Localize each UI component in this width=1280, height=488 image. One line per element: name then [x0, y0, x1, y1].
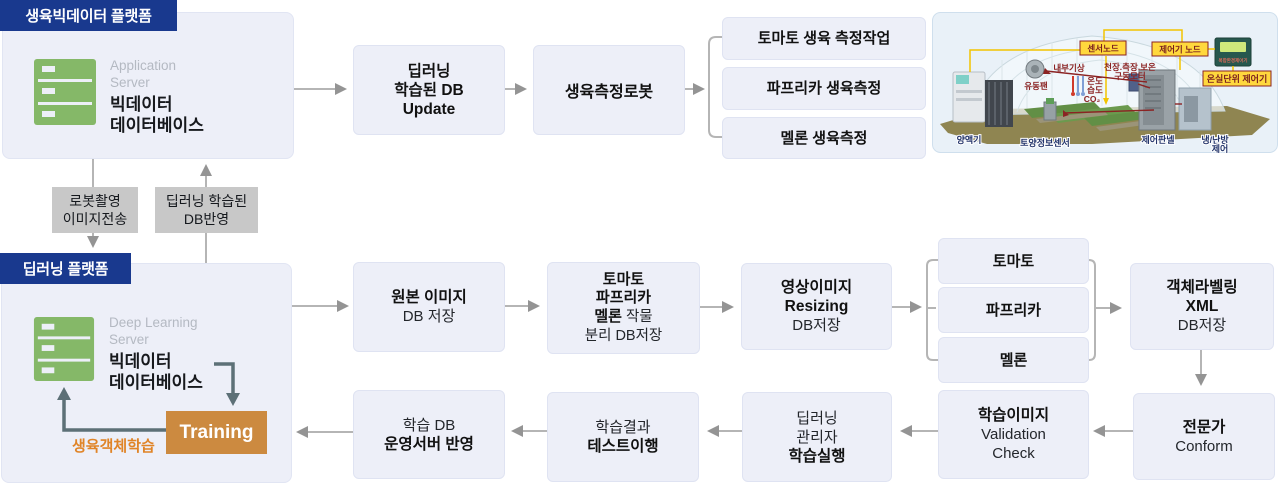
training-box: Training [166, 411, 267, 454]
line: 원본 이미지 [391, 289, 467, 306]
sensor-node-label: 센서노드 [1087, 44, 1118, 54]
server-name: 빅데이터 [109, 352, 172, 371]
growth-robot-box: 생육측정로봇 [533, 45, 685, 135]
line: Validation [981, 426, 1046, 443]
unit-controller-label: 온실단위 제어기 [1207, 73, 1267, 84]
line: XML [1185, 298, 1219, 315]
line: 객체라벨링 [1166, 279, 1238, 296]
line: 토마토 생육 측정작업 [757, 30, 891, 47]
line: 토마토 [602, 271, 645, 288]
training-note: 생육객체학습 [72, 438, 155, 455]
server-icon [34, 59, 96, 125]
crop-separate-db-box: 토마토 파프리카 멜론 작물 분리 DB저장 [547, 262, 700, 354]
transfer-up-line2: DB반영 [183, 211, 230, 227]
co2-label: CO₂ [1084, 94, 1101, 104]
line-regular-part: 작물 [621, 309, 653, 325]
training-execute-box: 딥러닝 관리자 학습실행 [742, 392, 892, 482]
validation-check-box: 학습이미지 Validation Check [938, 390, 1089, 479]
task-box-tomato: 토마토 생육 측정작업 [722, 17, 926, 60]
line: 토마토 [992, 252, 1035, 270]
hvac-label-line2: 제어 [1212, 143, 1229, 153]
line: 딥러닝 [407, 62, 451, 80]
line: 분리 DB저장 [584, 328, 663, 344]
db-update-box: 딥러닝 학습된 DB Update [353, 45, 505, 135]
server-name-line2: 데이터베이스 [109, 373, 203, 392]
crop-box-melon: 멜론 [938, 337, 1089, 383]
server-type: Deep Learning [109, 315, 198, 330]
line-bold-part: 멜론 [594, 308, 622, 325]
line: DB저장 [792, 317, 841, 334]
line: 학습실행 [788, 447, 846, 465]
robot-image-transfer-box: 로봇촬영 이미지전송 [52, 187, 138, 233]
line: 딥러닝 [796, 409, 838, 427]
object-labeling-box: 객체라벨링 XML DB저장 [1130, 263, 1274, 350]
line: DB 저장 [402, 308, 456, 325]
transfer-down-line2: 이미지전송 [62, 211, 128, 227]
line: Check [992, 445, 1035, 462]
task-box-paprika: 파프리카 생육측정 [722, 67, 926, 110]
soil-sensor-label: 토양정보센서 [1020, 137, 1070, 148]
motor-label-line2: 구동모터 [1114, 71, 1145, 81]
nutrient-label: 양액기 [957, 134, 982, 145]
server-name-line2: 데이터베이스 [110, 116, 204, 135]
training-loop-arrows [57, 362, 240, 432]
expert-conform-box: 전문가 Conform [1133, 393, 1275, 480]
server-type-line2: Server [110, 75, 150, 90]
hvac-label-line1: 냉/난방 [1201, 134, 1229, 145]
line: 학습이미지 [977, 407, 1050, 424]
deep-learning-platform-panel: Deep Learning Server 빅데이터 데이터베이스 Trainin… [1, 263, 292, 483]
server-name: 빅데이터 [110, 95, 173, 114]
line: 멜론 작물 [594, 307, 652, 327]
line: Update [402, 100, 456, 118]
line: Resizing [784, 298, 849, 315]
server-type: Application [110, 58, 177, 73]
deploy-db-box: 학습 DB 운영서버 반영 [353, 390, 505, 479]
resizing-db-box: 영상이미지 Resizing DB저장 [741, 263, 892, 350]
temp-label: 온도 [1087, 76, 1103, 86]
growth-bigdata-platform-panel: Application Server 빅데이터 데이터베이스 [2, 12, 294, 159]
line: 파프리카 생육측정 [766, 80, 882, 97]
crop-box-paprika: 파프리카 [938, 287, 1089, 333]
server-icon [33, 317, 95, 381]
line: 멜론 [999, 351, 1028, 369]
humidity-label: 습도 [1087, 85, 1103, 95]
controller-node-label: 제어기 노드 [1159, 45, 1201, 55]
line: 관리자 [796, 428, 838, 446]
panel-label: 제어판넬 [1141, 134, 1174, 145]
line: 학습된 DB [394, 81, 464, 99]
motor-label-line1: 천장.측장.보온 [1104, 62, 1156, 72]
test-run-box: 학습결과 테스트이행 [547, 392, 699, 482]
line: 운영서버 반영 [384, 435, 474, 453]
server-type-line2: Server [109, 332, 149, 347]
line: 생육측정로봇 [564, 84, 654, 101]
line: Conform [1175, 437, 1233, 455]
line: 파프리카 [985, 301, 1042, 319]
deep-learning-platform-header: 딥러닝 플랫폼 [0, 253, 131, 284]
transfer-down-line1: 로봇촬영 [69, 193, 121, 209]
line: 전문가 [1182, 418, 1226, 436]
line: 테스트이행 [587, 438, 659, 455]
db-apply-transfer-box: 딥러닝 학습된 DB반영 [155, 187, 258, 233]
task-box-melon: 멜론 생육측정 [722, 117, 926, 159]
growth-bigdata-platform-header: 생육빅데이터 플랫폼 [0, 0, 177, 31]
server-label-block: Application Server 빅데이터 데이터베이스 [110, 57, 204, 136]
original-image-box: 원본 이미지 DB 저장 [353, 262, 505, 352]
line: 파프리카 [595, 289, 652, 306]
line: 학습 DB [402, 416, 456, 434]
server-label-block: Deep Learning Server 빅데이터 데이터베이스 [109, 314, 203, 393]
greenhouse-illustration: 복합환경제어기 센서노드 제어기 노드 온실단위 제어기 내부기상 천장.측장.… [932, 12, 1278, 155]
crop-box-tomato: 토마토 [938, 238, 1089, 284]
transfer-up-line1: 딥러닝 학습된 [165, 193, 248, 209]
device-caption: 복합환경제어기 [1219, 57, 1248, 64]
line: 영상이미지 [780, 279, 853, 296]
inner-weather-label: 내부기상 [1053, 63, 1084, 73]
line: 멜론 생육측정 [780, 129, 868, 147]
line: DB저장 [1177, 317, 1227, 334]
line: 학습결과 [595, 419, 651, 436]
fan-label: 유동팬 [1024, 81, 1048, 91]
